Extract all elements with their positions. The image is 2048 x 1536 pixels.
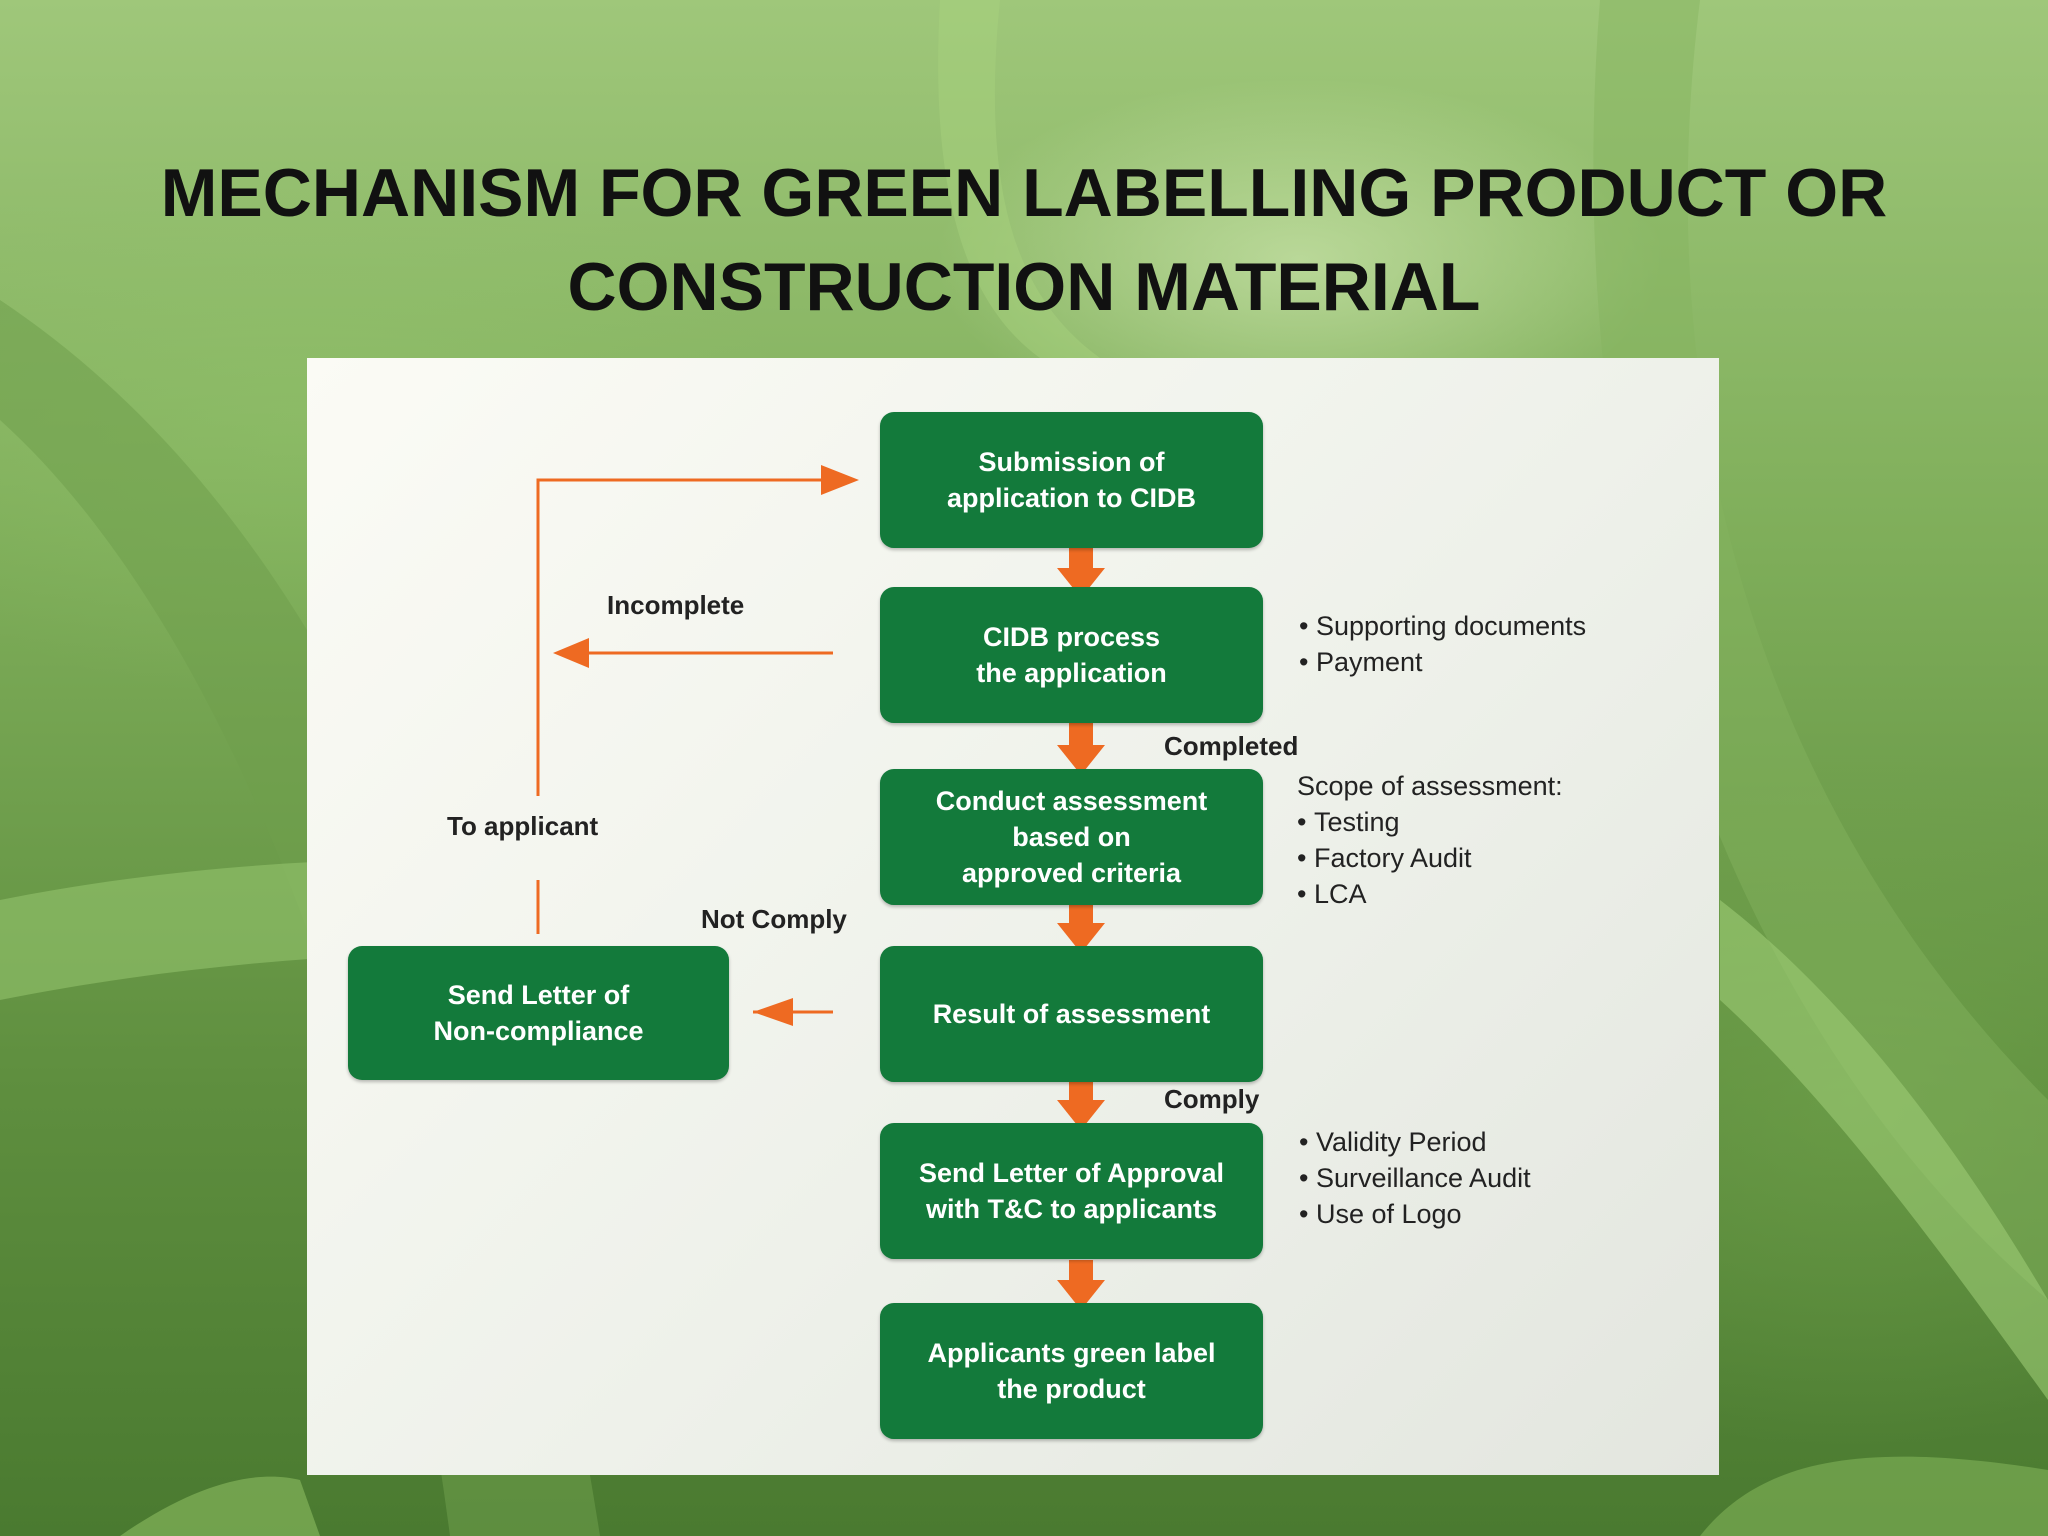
node-submission-line-1: Submission of <box>978 447 1165 477</box>
edge-label-incomplete: Incomplete <box>607 590 745 620</box>
node-submission-line-2: application to CIDB <box>947 483 1196 513</box>
to-applicant-return-arrow <box>536 465 859 934</box>
note-item: Validity Period <box>1299 1124 1531 1160</box>
down-arrow-process-to-assessment <box>1057 721 1105 775</box>
note-item: Testing <box>1297 804 1563 840</box>
edge-label-comply: Comply <box>1164 1084 1260 1114</box>
note-item: Surveillance Audit <box>1299 1160 1531 1196</box>
node-letter-of-non-compliance: Send Letter of Non-compliance <box>348 946 729 1080</box>
slide-title-line-2: CONSTRUCTION MATERIAL <box>567 248 1481 325</box>
slide-title-line-1: MECHANISM FOR GREEN LABELLING PRODUCT OR <box>160 154 1888 231</box>
node-letter-of-approval-line-1: Send Letter of Approval <box>918 1158 1225 1188</box>
note-item: LCA <box>1297 876 1563 912</box>
note-item: Use of Logo <box>1299 1196 1531 1232</box>
node-conduct-assessment: Conduct assessment based on approved cri… <box>880 769 1263 905</box>
note-approval-terms: Validity Period Surveillance Audit Use o… <box>1299 1124 1531 1232</box>
node-green-label-line-2: the product <box>997 1374 1146 1404</box>
edge-label-not-comply: Not Comply <box>701 904 847 934</box>
node-letter-of-approval-line-2: with T&C to applicants <box>925 1194 1217 1224</box>
down-arrow-result-to-approval <box>1057 1080 1105 1130</box>
edge-label-completed: Completed <box>1164 731 1299 761</box>
node-non-compliance-line-2: Non-compliance <box>433 1016 644 1046</box>
node-conduct-assessment-line-3: approved criteria <box>961 858 1182 888</box>
flowchart-panel: Submission of application to CIDB CIDB p… <box>307 358 1719 1475</box>
note-heading: Scope of assessment: <box>1297 771 1563 801</box>
node-conduct-assessment-line-2: based on <box>1012 822 1131 852</box>
node-result-of-assessment: Result of assessment <box>880 946 1263 1082</box>
down-arrow-submission-to-process <box>1057 546 1105 598</box>
node-green-label-line-1: Applicants green label <box>927 1338 1216 1368</box>
down-arrow-approval-to-label <box>1057 1260 1105 1310</box>
node-non-compliance-line-1: Send Letter of <box>447 980 630 1010</box>
node-result-line-1: Result of assessment <box>932 999 1211 1029</box>
note-item: Payment <box>1299 644 1586 680</box>
node-cidb-process-line-1: CIDB process <box>982 622 1161 652</box>
node-cidb-process: CIDB process the application <box>880 587 1263 723</box>
note-assessment-scope: Scope of assessment: Testing Factory Aud… <box>1297 768 1563 912</box>
slide-title: MECHANISM FOR GREEN LABELLING PRODUCT OR… <box>0 146 2048 334</box>
note-process-requirements: Supporting documents Payment <box>1299 608 1586 680</box>
not-comply-arrow <box>753 998 833 1026</box>
note-item: Factory Audit <box>1297 840 1563 876</box>
down-arrow-assessment-to-result <box>1057 903 1105 953</box>
node-cidb-process-line-2: the application <box>976 658 1167 688</box>
node-green-label: Applicants green label the product <box>880 1303 1263 1439</box>
note-item: Supporting documents <box>1299 608 1586 644</box>
incomplete-arrow <box>553 638 833 668</box>
edge-label-to-applicant: To applicant <box>447 811 599 841</box>
node-letter-of-approval: Send Letter of Approval with T&C to appl… <box>880 1123 1263 1259</box>
node-conduct-assessment-line-1: Conduct assessment <box>935 786 1208 816</box>
flowchart-connectors <box>536 465 1105 1310</box>
node-submission: Submission of application to CIDB <box>880 412 1263 548</box>
